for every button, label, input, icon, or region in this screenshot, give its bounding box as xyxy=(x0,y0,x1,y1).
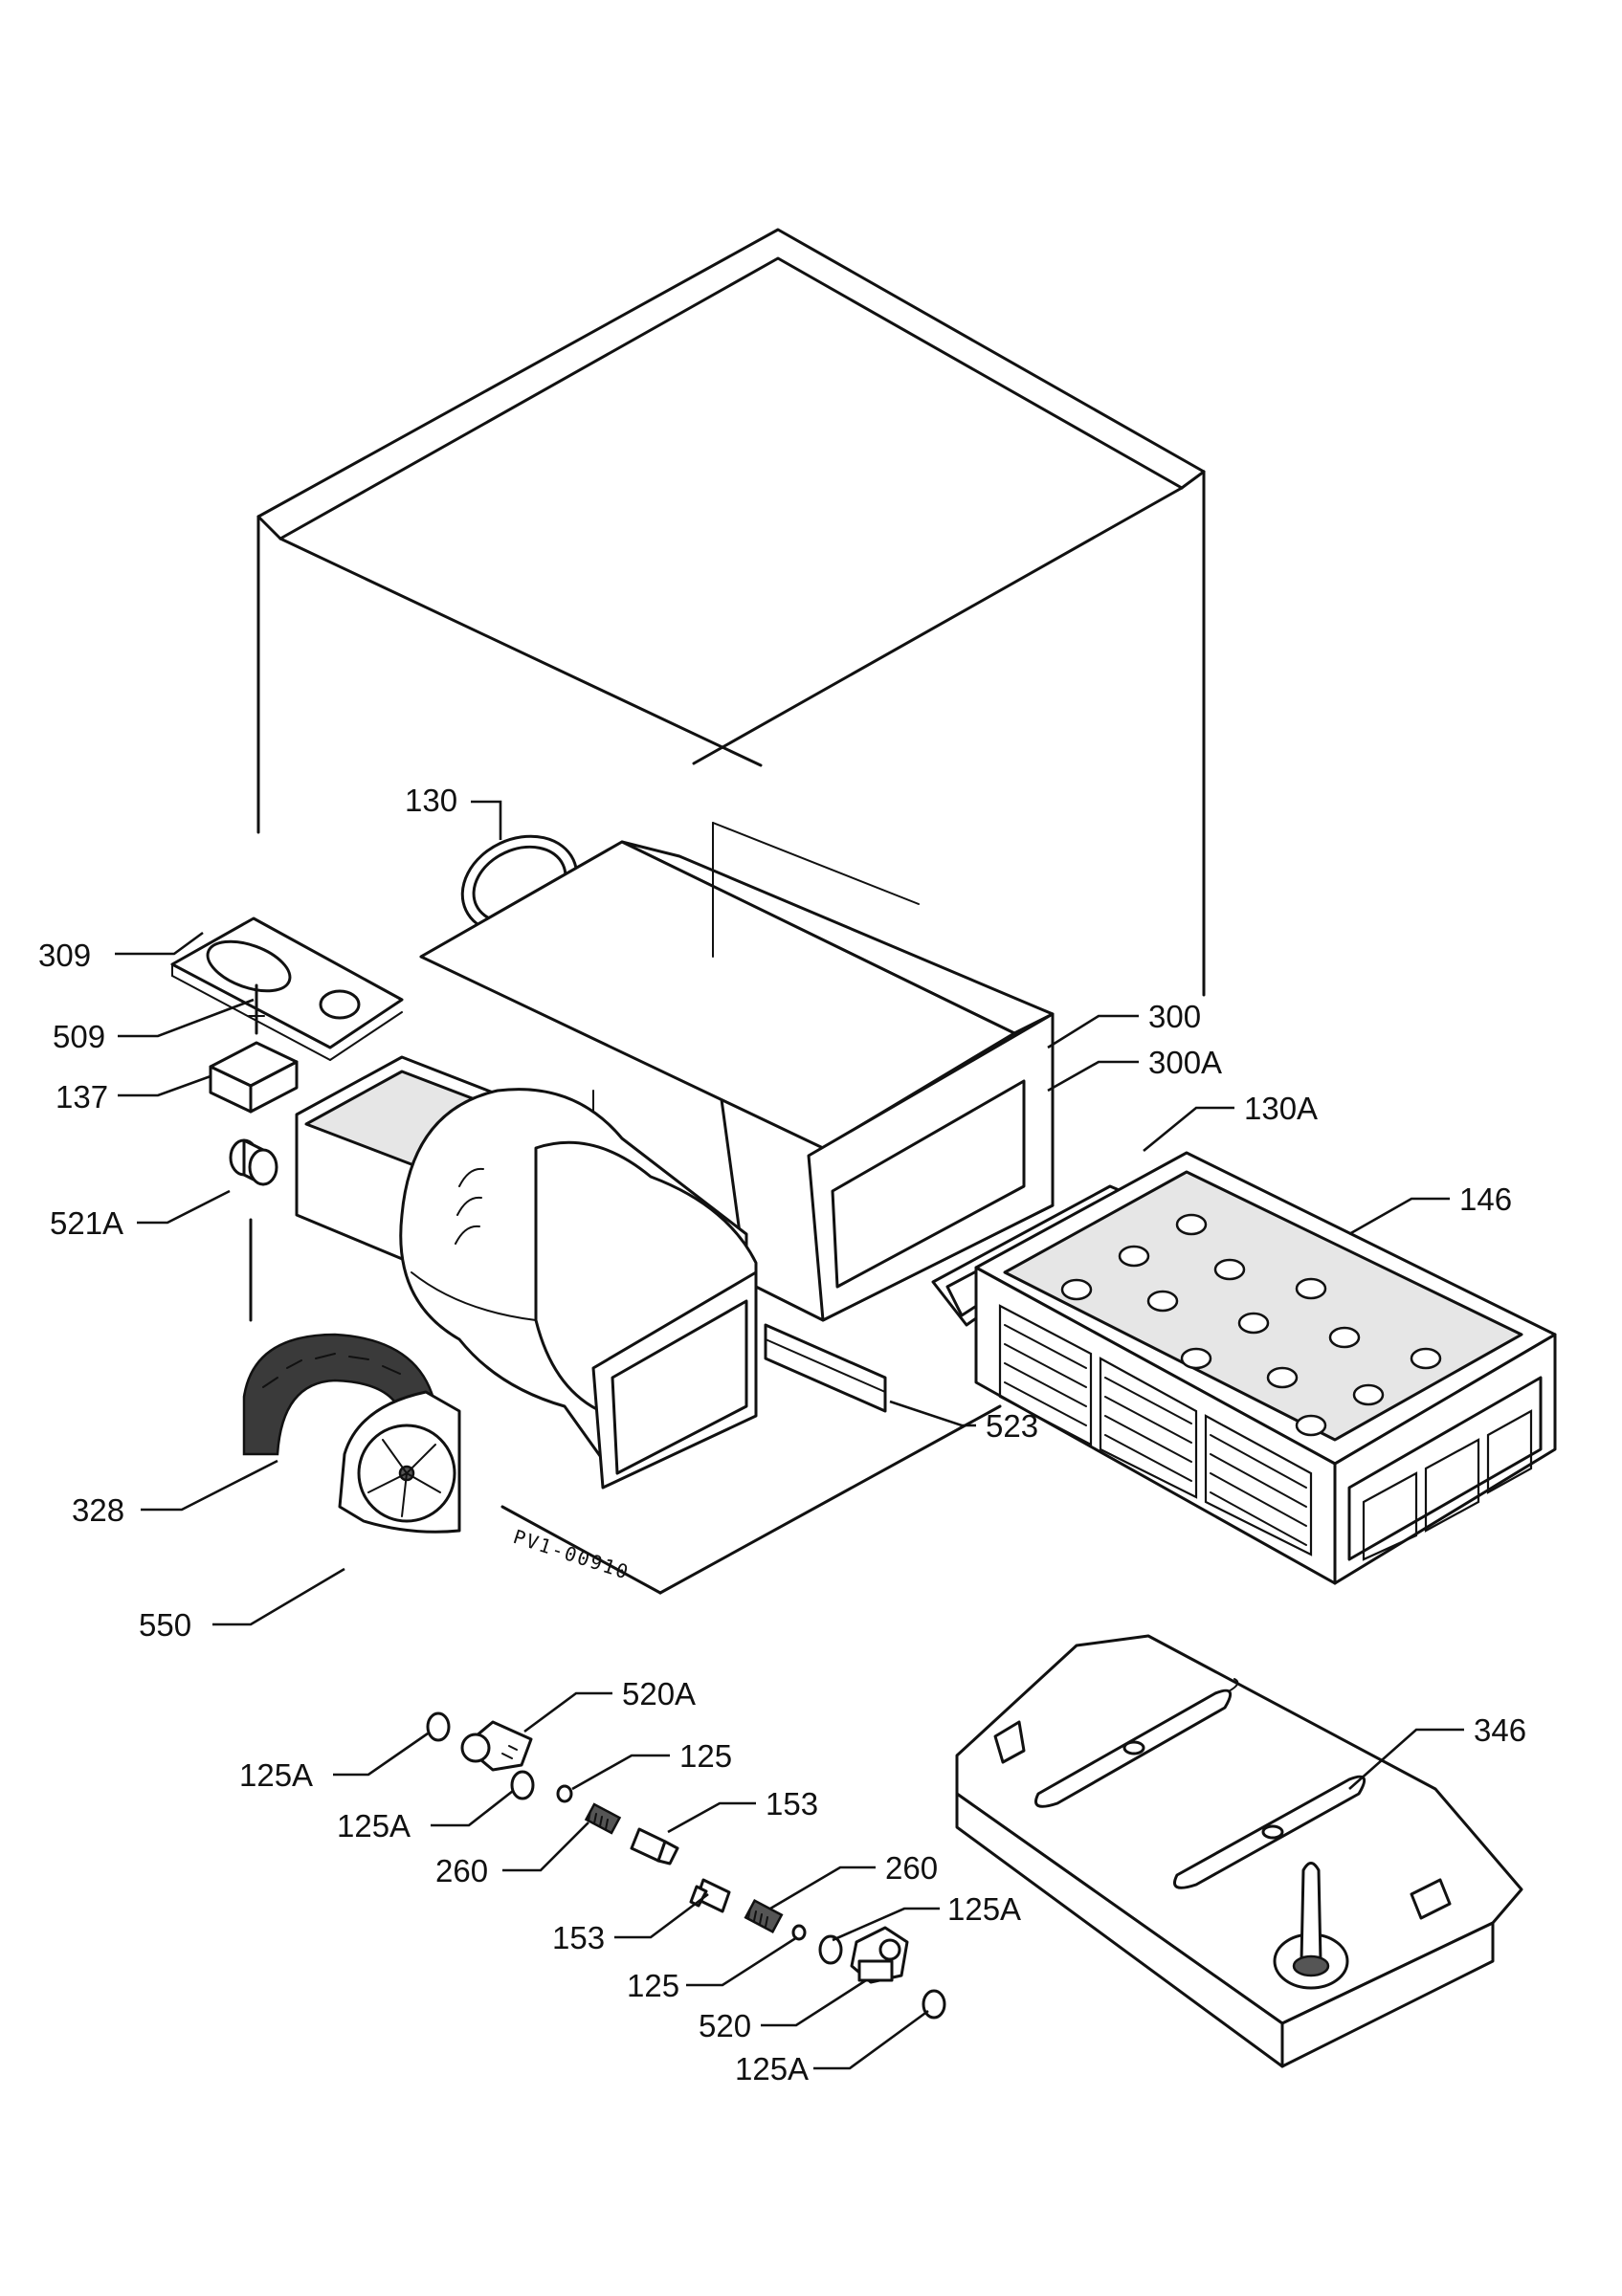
part-labels: 130 309 509 137 521A 300 300A 130A 146 5… xyxy=(38,783,1526,2086)
label-125A-3: 125A xyxy=(947,1891,1021,1927)
o-ring-125-1 xyxy=(556,1784,573,1803)
o-ring-125-2 xyxy=(791,1924,807,1941)
condenser-grille xyxy=(998,1304,1533,1561)
rail-523 xyxy=(764,1323,887,1413)
cabinet-outline xyxy=(256,228,1206,1595)
o-ring-125A-2 xyxy=(510,1770,535,1800)
pin-509 xyxy=(248,983,265,1035)
label-125-1: 125 xyxy=(679,1738,732,1774)
label-346: 346 xyxy=(1474,1712,1526,1748)
label-260-1: 260 xyxy=(435,1853,488,1888)
label-137: 137 xyxy=(56,1079,108,1115)
label-328: 328 xyxy=(72,1492,124,1528)
label-153-1: 153 xyxy=(766,1786,818,1821)
label-300A: 300A xyxy=(1148,1045,1222,1080)
condenser-146 xyxy=(974,1151,1557,1585)
plunger-153-2 xyxy=(689,1878,731,1913)
water-container-346 xyxy=(955,1634,1523,2068)
air-duct-300 xyxy=(419,822,1055,1322)
block-137 xyxy=(209,1041,299,1114)
label-523: 523 xyxy=(986,1408,1038,1444)
label-309: 309 xyxy=(38,938,91,973)
label-125A-1: 125A xyxy=(239,1757,313,1793)
label-130A: 130A xyxy=(1244,1091,1318,1126)
label-125A-4: 125A xyxy=(735,2051,809,2086)
spring-260-2 xyxy=(744,1898,784,1934)
valve-parts xyxy=(426,1711,946,2020)
bracket-plate-309 xyxy=(170,916,404,1061)
label-125A-2: 125A xyxy=(337,1808,411,1843)
leader-lines xyxy=(115,800,1464,2070)
label-550: 550 xyxy=(139,1607,191,1643)
fan-housing xyxy=(295,1055,758,1490)
condenser-holes xyxy=(1060,1213,1442,1437)
drawing-code: PV1-00910 xyxy=(510,1525,633,1584)
label-146: 146 xyxy=(1459,1181,1512,1217)
spring-260-1 xyxy=(584,1802,622,1835)
label-300: 300 xyxy=(1148,999,1201,1034)
label-125-2: 125 xyxy=(627,1968,679,2003)
label-260-2: 260 xyxy=(885,1850,938,1886)
o-ring-125A-4 xyxy=(922,1989,946,2020)
fan-550 xyxy=(338,1390,461,1534)
o-ring-125A-3 xyxy=(818,1934,843,1965)
label-153-2: 153 xyxy=(552,1920,605,1955)
label-509: 509 xyxy=(53,1019,105,1054)
label-130: 130 xyxy=(405,783,457,818)
valve-body-520 xyxy=(850,1926,909,1984)
label-520A: 520A xyxy=(622,1676,696,1711)
label-521A: 521A xyxy=(50,1205,123,1241)
plunger-153-1 xyxy=(630,1827,679,1866)
o-ring-125A-1 xyxy=(426,1711,451,1742)
label-520: 520 xyxy=(699,2008,751,2043)
valve-body-520A xyxy=(460,1720,533,1772)
cylinder-521A xyxy=(229,1138,278,1322)
